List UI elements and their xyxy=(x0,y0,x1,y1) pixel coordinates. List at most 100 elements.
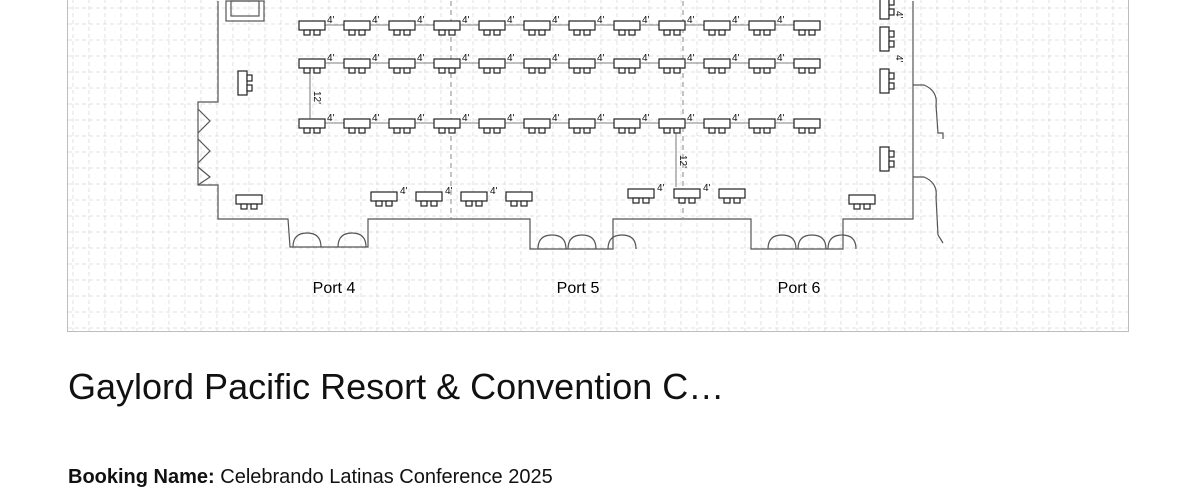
chair xyxy=(798,127,806,134)
chair xyxy=(753,29,761,36)
table-top xyxy=(793,118,821,129)
chair xyxy=(863,203,871,210)
chair xyxy=(393,29,401,36)
chair xyxy=(888,72,895,80)
chair xyxy=(618,29,626,36)
chair xyxy=(403,67,411,74)
table-spacing-label: 4' xyxy=(417,15,425,26)
chair xyxy=(718,29,726,36)
chair xyxy=(688,197,696,204)
table-spacing-label: 4' xyxy=(597,53,605,64)
table-top xyxy=(879,146,890,172)
bottom-door-swing xyxy=(767,234,797,250)
table-spacing-label: 4' xyxy=(732,113,740,124)
banquet-table xyxy=(613,20,641,36)
chair xyxy=(493,127,501,134)
table-top xyxy=(748,118,776,129)
chair xyxy=(385,200,393,207)
chair xyxy=(448,67,456,74)
chair xyxy=(483,127,491,134)
bottom-door-swing xyxy=(797,234,827,250)
table-top xyxy=(523,118,551,129)
table-top xyxy=(523,20,551,31)
chair xyxy=(642,197,650,204)
banquet-table xyxy=(748,58,776,74)
banquet-table xyxy=(658,58,686,74)
banquet-table xyxy=(748,118,776,134)
chair xyxy=(763,29,771,36)
left-door-swings xyxy=(197,108,212,186)
banquet-table xyxy=(523,20,551,36)
table-top xyxy=(415,191,443,202)
booking-name-line: Booking Name: Celebrando Latinas Confere… xyxy=(68,466,553,489)
floor-plan-diagram: 4'4'4'4'4'4'4'4'4'4'4'4'4'4'4'4'4'4'4'4'… xyxy=(68,0,1128,331)
table-top xyxy=(703,58,731,69)
table-top xyxy=(298,118,326,129)
chair xyxy=(808,29,816,36)
banquet-table-vertical xyxy=(879,146,895,172)
banquet-table-vertical xyxy=(879,0,895,20)
banquet-table xyxy=(433,118,461,134)
table-top xyxy=(505,191,533,202)
chair xyxy=(250,203,258,210)
table-top xyxy=(343,58,371,69)
chair xyxy=(888,82,895,90)
chair xyxy=(520,200,528,207)
chair xyxy=(528,127,536,134)
table-top xyxy=(460,191,488,202)
banquet-table xyxy=(343,20,371,36)
banquet-table xyxy=(793,118,821,134)
booking-name-value: Celebrando Latinas Conference 2025 xyxy=(220,466,553,488)
banquet-table xyxy=(613,118,641,134)
chair xyxy=(628,67,636,74)
table-spacing-label: 4' xyxy=(732,15,740,26)
chair xyxy=(448,127,456,134)
table-spacing-label: 4' xyxy=(552,53,560,64)
table-top xyxy=(388,58,416,69)
table-top xyxy=(718,188,746,199)
table-top xyxy=(613,20,641,31)
chair xyxy=(888,8,895,16)
chair xyxy=(528,29,536,36)
banquet-table-vertical xyxy=(879,68,895,94)
table-top xyxy=(388,118,416,129)
banquet-table xyxy=(505,191,533,207)
banquet-table xyxy=(460,191,488,207)
bottom-door-swing xyxy=(292,232,322,248)
table-top xyxy=(343,20,371,31)
banquet-table xyxy=(298,58,326,74)
table-spacing-label: 4' xyxy=(777,15,785,26)
table-top xyxy=(793,20,821,31)
chair xyxy=(303,67,311,74)
chair xyxy=(573,67,581,74)
chair xyxy=(348,29,356,36)
table-spacing-label: 4' xyxy=(703,183,711,194)
chair xyxy=(483,67,491,74)
chair xyxy=(708,127,716,134)
chair xyxy=(618,127,626,134)
table-top xyxy=(658,20,686,31)
chair xyxy=(393,127,401,134)
table-top xyxy=(613,118,641,129)
table-spacing-label: 4' xyxy=(687,113,695,124)
bottom-door-swing xyxy=(567,234,597,250)
chair xyxy=(475,200,483,207)
table-top xyxy=(793,58,821,69)
table-spacing-label: 4' xyxy=(327,53,335,64)
banquet-table xyxy=(718,188,746,204)
table-top xyxy=(879,26,890,52)
chair xyxy=(438,127,446,134)
room-label-port-6: Port 6 xyxy=(778,280,821,297)
chair xyxy=(438,29,446,36)
chair xyxy=(628,29,636,36)
chair xyxy=(313,29,321,36)
chair xyxy=(313,127,321,134)
chair xyxy=(510,200,518,207)
table-top xyxy=(879,0,890,20)
table-spacing-label: 4' xyxy=(893,55,904,63)
table-top xyxy=(627,188,655,199)
chair xyxy=(718,127,726,134)
chair xyxy=(663,67,671,74)
chair xyxy=(632,197,640,204)
chair xyxy=(375,200,383,207)
